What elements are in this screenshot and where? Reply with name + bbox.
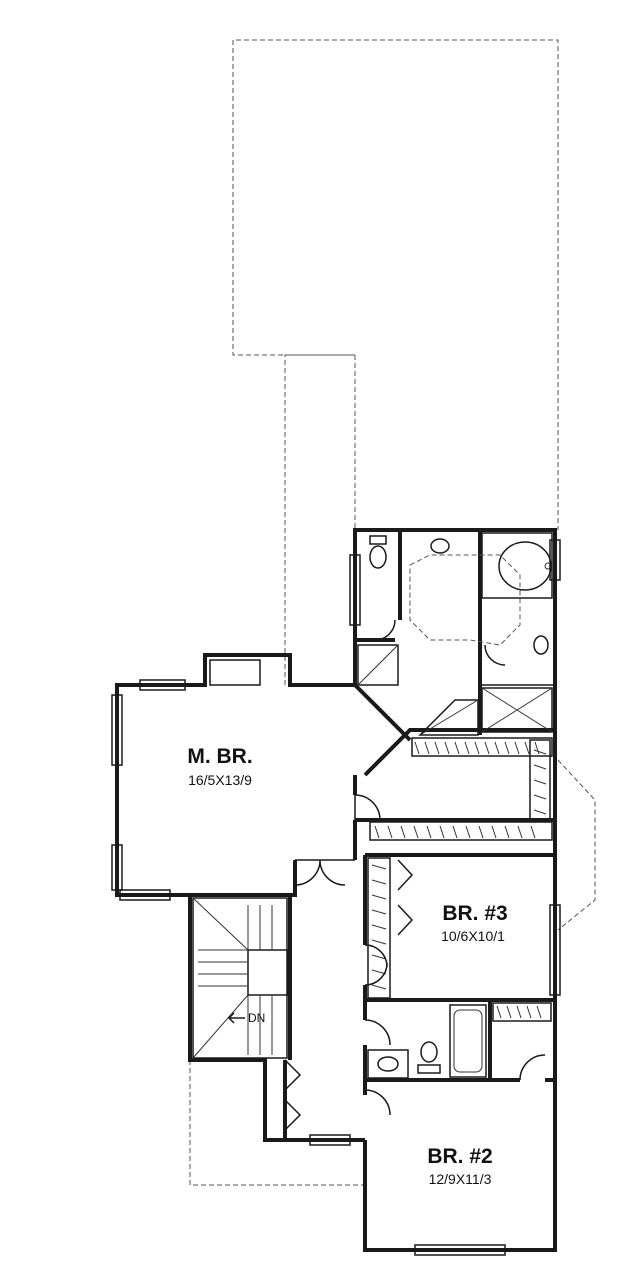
room-br3-name: BR. #3 xyxy=(442,902,507,925)
room-br2: BR. #2 12/9X11/3 xyxy=(427,1145,492,1187)
door-swings xyxy=(284,619,546,1131)
master-bath xyxy=(355,530,555,736)
lower-floor-outline xyxy=(189,39,596,1186)
room-br2-name: BR. #2 xyxy=(427,1145,492,1168)
room-master: M. BR. 16/5X13/9 xyxy=(187,745,252,788)
closet-shelving xyxy=(367,737,553,1022)
stair-down-label: DN xyxy=(248,1011,265,1025)
hall-bath xyxy=(367,1004,487,1079)
exterior-walls xyxy=(115,528,557,1252)
room-br3-dims: 10/6X10/1 xyxy=(441,928,505,944)
windows xyxy=(111,539,561,1256)
room-br2-dims: 12/9X11/3 xyxy=(429,1171,492,1187)
room-master-name: M. BR. xyxy=(187,745,252,768)
interior-walls xyxy=(283,683,555,1140)
staircase xyxy=(192,897,289,1059)
room-br3: BR. #3 10/6X10/1 xyxy=(441,902,508,944)
room-master-dims: 16/5X13/9 xyxy=(188,772,252,788)
